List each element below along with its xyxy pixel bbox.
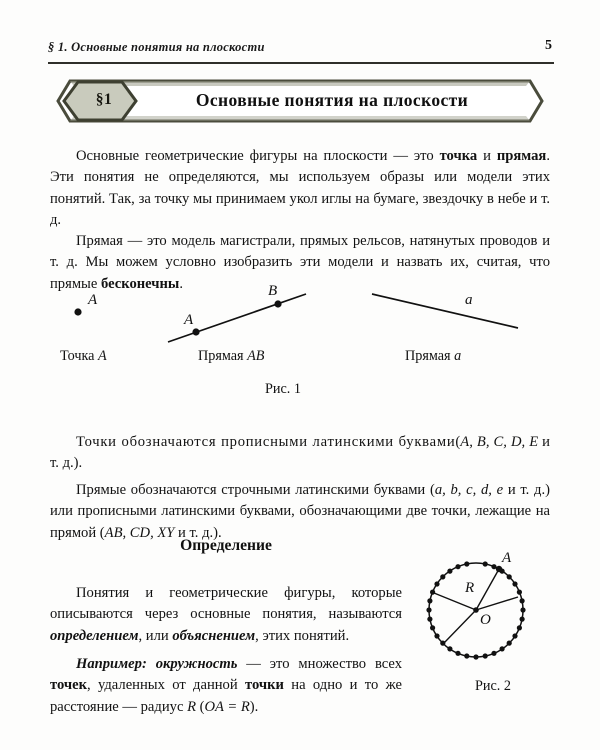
p2-text-a: Прямая — это модель магистрали, прямых р…: [50, 232, 550, 292]
p6-bold-tochki: точки: [245, 677, 284, 694]
fig1-line-ab: [167, 293, 307, 343]
fig2-label-r: R: [464, 580, 474, 596]
fig1-line-point-b-label: B: [268, 283, 277, 299]
paragraph-line-notation: Прямые обозначаются строчными латинскими…: [50, 480, 550, 545]
p3-line-1: Точки обозначаются прописными латинскими…: [76, 433, 456, 450]
fig1-line-point-b-dot: [274, 300, 282, 308]
fig2-label-o: O: [480, 612, 491, 628]
fig1-point-a-label: A: [87, 292, 98, 308]
p1-text-a: Основные геометрические фигуры на плоско…: [76, 147, 440, 164]
p1-text-b: и: [477, 147, 497, 164]
p6-text-a: — это множество всех: [237, 655, 402, 672]
figure-2-graphic: A O R: [408, 548, 558, 678]
p4-italic-lowercase: a, b, c, d, e: [434, 481, 504, 498]
p3-italic-letters: A, B, C, D, E: [460, 433, 539, 450]
p6-italic-r: R: [187, 698, 196, 715]
p5-text-b: , или: [138, 627, 173, 644]
p3-open: (: [455, 433, 461, 450]
p1-bold-tochka: точка: [439, 147, 478, 164]
p2-text-b: .: [179, 275, 183, 292]
fig2-radius-2: [475, 596, 519, 611]
p5-text-c: , этих понятий.: [255, 627, 350, 644]
fig2-radius-4: [443, 609, 477, 644]
p3-close: и т. д.).: [50, 433, 550, 472]
p4-text-c: и т. д.).: [174, 524, 222, 541]
p5-bolditalic-opredeleniem: определением: [50, 627, 139, 644]
fig1-line-point-a-dot: [192, 328, 200, 336]
paragraph-point-notation: Точки обозначаются прописными латинскими…: [50, 432, 550, 475]
banner-title: Основные понятия на плоскости: [195, 90, 469, 110]
fig1-line-point-a-label: A: [183, 312, 194, 328]
fig2-label-a: A: [501, 550, 512, 566]
paragraph-basic-figures: Основные геометрические фигуры на плоско…: [50, 146, 550, 232]
figure-1-caption-point: Точка A: [60, 348, 107, 365]
p6-bold-tochek: точек: [50, 677, 88, 694]
cap-point-prefix: Точка: [60, 348, 98, 364]
figure-1-caption-line-a: Прямая a: [405, 348, 461, 365]
running-head-rule: [48, 62, 554, 64]
definition-heading: Определение: [180, 537, 272, 554]
fig1-line-a: [371, 293, 519, 329]
chapter-banner: §1 Основные понятия на плоскости: [56, 79, 544, 123]
figure-2-number: Рис. 2: [475, 678, 511, 694]
p6-text-e: ).: [249, 698, 259, 715]
fig2-point-a-dot: [495, 565, 503, 573]
cap-ab-italic: AB: [247, 348, 265, 364]
cap-point-italic: A: [97, 348, 107, 364]
p6-text-d: (: [196, 698, 205, 715]
p6-text-c: на одно и то же расстояние — радиус: [50, 677, 402, 715]
paragraph-definition-text: Понятия и геометрические фигуры, которые…: [50, 583, 402, 648]
cap-a-italic: a: [454, 348, 462, 364]
cap-a-prefix: Прямая: [405, 348, 455, 364]
figure-1-captions: Точка A Прямая AB Прямая a: [50, 348, 550, 368]
banner-section-number: §1: [95, 91, 113, 108]
p4-text-a: Прямые обозначаются строчными латинскими…: [76, 481, 435, 498]
figure-1-number: Рис. 1: [265, 381, 301, 397]
p5-bolditalic-obyasneniem: объяснением: [172, 627, 256, 644]
p1-bold-pryamaya: прямая: [496, 147, 547, 164]
figure-1-caption-line-ab: Прямая AB: [198, 348, 264, 365]
p4-italic-uppercase: AB, CD, XY: [104, 524, 175, 541]
p6-text-b: , удаленных от данной: [87, 677, 246, 694]
p4-text-b: и т. д.) или прописными латинскими буква…: [50, 481, 550, 541]
paragraph-circle-example: Например: окружность — это множество все…: [50, 654, 402, 719]
p2-bold-beskonechny: бесконечны: [101, 275, 180, 292]
fig2-center-dot: [473, 607, 479, 613]
figure-1-graphic: A A B a: [50, 282, 550, 360]
page-number: 5: [545, 38, 552, 53]
p5-text-a: Понятия и геометрические фигуры, которые…: [50, 584, 402, 623]
fig1-line-a-label: a: [465, 292, 473, 308]
running-head: § 1. Основные понятия на плоскости 5: [48, 38, 554, 64]
fig2-radius-oa: [475, 568, 500, 611]
p6-bolditalic-naprimer: Например: окружность: [76, 655, 238, 672]
fig1-point-a-dot: [74, 308, 82, 316]
running-head-title: § 1. Основные понятия на плоскости: [48, 40, 265, 54]
paragraph-line-model: Прямая — это модель магистрали, прямых р…: [50, 231, 550, 296]
fig2-circumference-dots: [426, 561, 526, 660]
p1-text-c: . Эти понятия не определяются, мы исполь…: [50, 147, 550, 229]
p6-italic-oa: OA = R: [204, 698, 250, 715]
fig2-radius-3: [433, 592, 477, 611]
cap-ab-prefix: Прямая: [198, 348, 248, 364]
